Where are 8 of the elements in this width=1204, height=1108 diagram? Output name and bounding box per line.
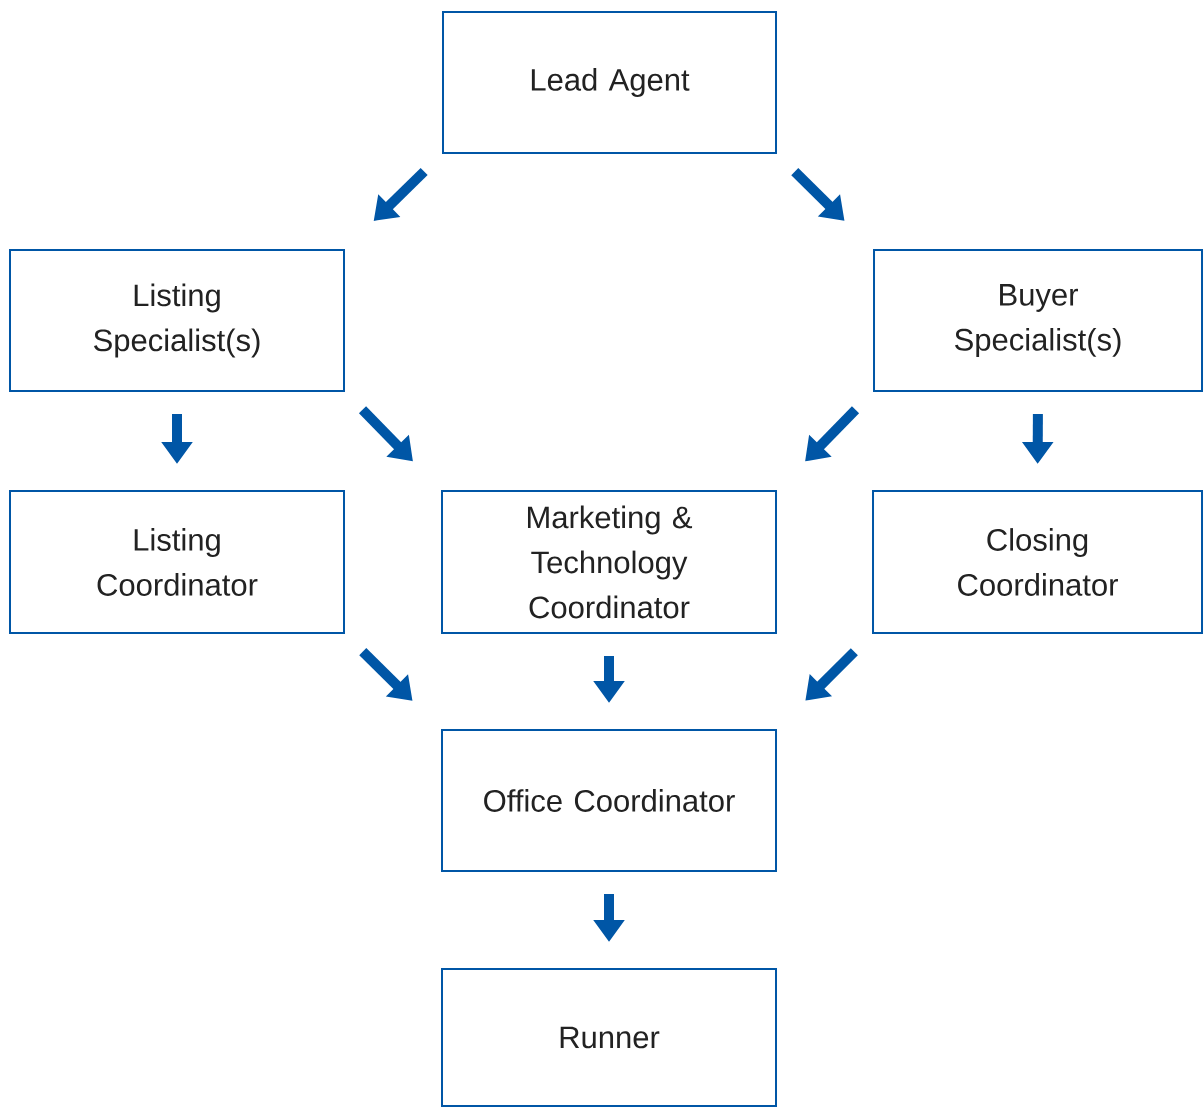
process-box: Runner (441, 968, 777, 1107)
process-box: Closing Coordinator (872, 490, 1203, 634)
process-box: Marketing & Technology Coordinator (441, 490, 777, 634)
process-box: Lead Agent (442, 11, 777, 154)
process-box: Listing Coordinator (9, 490, 345, 634)
process-box: Listing Specialist(s) (9, 249, 345, 392)
process-box: Office Coordinator (441, 729, 777, 872)
process-box: Buyer Specialist(s) (873, 249, 1203, 392)
